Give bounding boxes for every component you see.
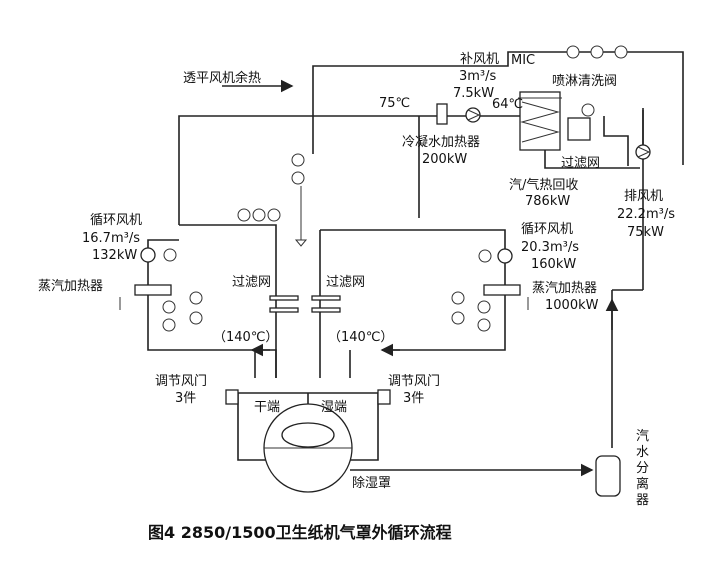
label-condensate-heater: 冷凝水加热器 <box>402 134 480 150</box>
label-dehumidify-hood: 除湿罩 <box>352 476 391 491</box>
label-temp-140-right: （140℃） <box>328 330 393 345</box>
steam-heater-icon <box>134 284 172 296</box>
gauge-icon <box>590 45 604 59</box>
label-left-circ-fan-flow: 16.7m³/s <box>82 231 140 246</box>
circulation-fan-icon <box>497 248 513 264</box>
label-right-circ-fan-power: 160kW <box>531 257 576 272</box>
label-left-damper-count: 3件 <box>175 391 196 406</box>
label-dry-end: 干端 <box>254 400 280 415</box>
label-right-steam-heater: 蒸汽加热器 <box>532 281 597 296</box>
label-separator-3: 分 <box>636 461 649 476</box>
label-spray-valve: 喷淋清洗阀 <box>552 74 617 89</box>
label-filter-b: 过滤网 <box>326 275 365 290</box>
filters <box>269 295 341 313</box>
top-gauges <box>566 45 628 59</box>
circulation-fan-icon <box>140 247 156 263</box>
hood <box>225 389 594 493</box>
left-circuit <box>119 214 277 378</box>
figure-caption: 图4 2850/1500卫生纸机气罩外循环流程 <box>148 523 452 542</box>
label-makeup-fan-power: 7.5kW <box>453 86 494 101</box>
label-right-steam-heater-power: 1000kW <box>545 298 599 313</box>
steam-separator <box>595 455 621 497</box>
filter-icon <box>436 103 448 125</box>
label-right-damper: 调节风门 <box>388 374 440 389</box>
right-circuit <box>319 229 529 378</box>
label-condensate-heater-power: 200kW <box>422 152 467 167</box>
label-filter-right: 过滤网 <box>561 156 600 171</box>
label-exhaust-fan-power: 75kW <box>627 225 664 240</box>
label-temp-64: 64℃ <box>492 97 523 112</box>
gauge-icon <box>566 45 580 59</box>
label-temp-75: 75℃ <box>379 96 410 111</box>
label-right-damper-count: 3件 <box>403 391 424 406</box>
label-turbine-waste-heat: 透平风机余热 <box>183 70 261 86</box>
steam-heater-icon <box>483 284 521 296</box>
label-makeup-fan-flow: 3m³/s <box>459 69 497 84</box>
label-separator-5: 器 <box>636 493 649 508</box>
label-heat-recovery-power: 786kW <box>525 194 570 209</box>
label-exhaust-fan-flow: 22.2m³/s <box>617 207 675 222</box>
gauge-icon <box>614 45 628 59</box>
label-separator-2: 水 <box>636 445 649 460</box>
label-exhaust-fan: 排风机 <box>624 189 663 204</box>
label-left-circ-fan: 循环风机 <box>90 213 142 228</box>
heat-exchanger <box>518 91 651 160</box>
label-left-damper: 调节风门 <box>155 374 207 389</box>
labels: 透平风机余热 补风机 3m³/s 7.5kW MIC 喷淋清洗阀 75℃ 64℃… <box>38 52 675 542</box>
label-heat-recovery: 汽/气热回收 <box>509 177 578 193</box>
label-mic: MIC <box>511 53 535 68</box>
makeup-fan <box>436 103 481 125</box>
label-makeup-fan: 补风机 <box>460 52 499 67</box>
label-temp-140-left: （140℃） <box>213 330 278 345</box>
label-left-circ-fan-power: 132kW <box>92 248 137 263</box>
label-separator-4: 离 <box>636 476 649 492</box>
label-left-steam-heater: 蒸汽加热器 <box>38 279 103 294</box>
center-controls <box>237 153 308 247</box>
label-separator-1: 汽 <box>636 429 649 444</box>
label-wet-end: 湿端 <box>321 400 347 415</box>
label-right-circ-fan: 循环风机 <box>521 222 573 237</box>
label-right-circ-fan-flow: 20.3m³/s <box>521 240 579 255</box>
label-filter-a: 过滤网 <box>232 275 271 290</box>
